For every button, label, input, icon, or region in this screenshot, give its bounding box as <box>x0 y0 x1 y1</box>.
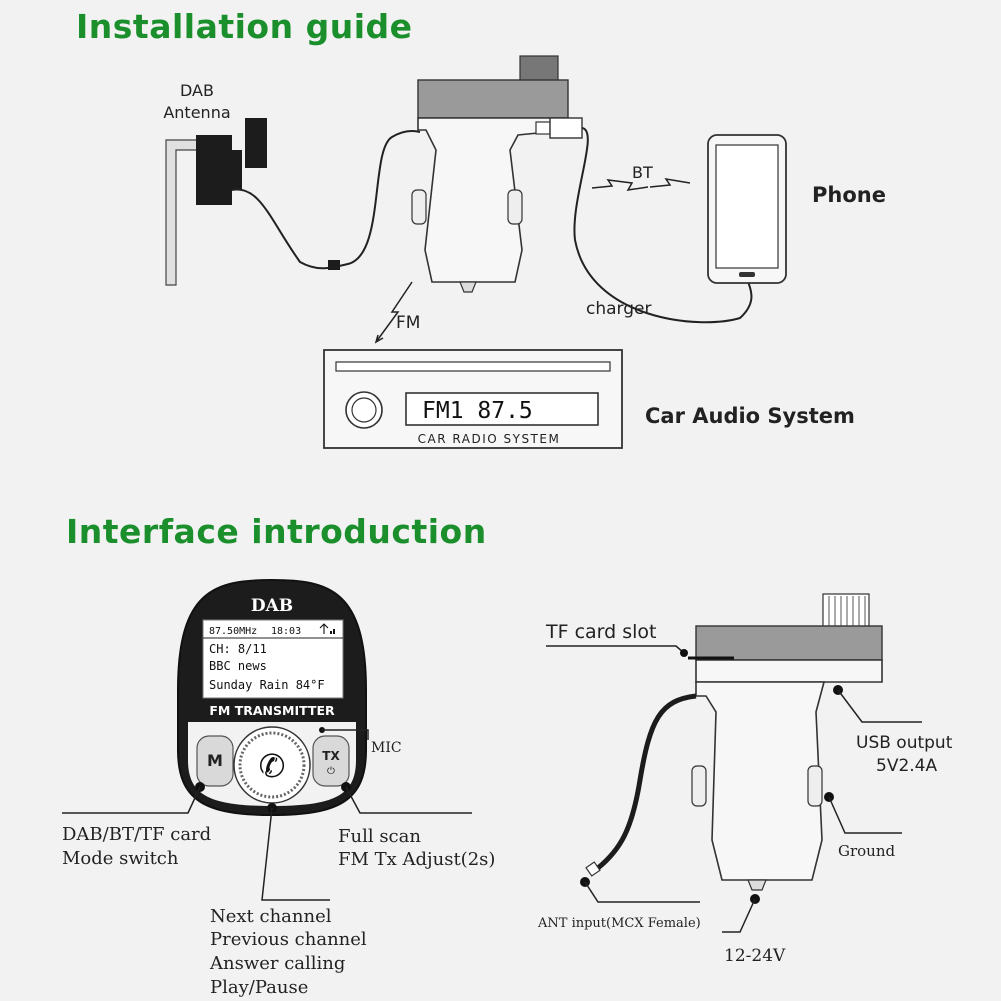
car-radio <box>323 349 623 449</box>
fm-signal-icon <box>374 281 413 344</box>
scan-callout <box>345 786 472 814</box>
center-label-line4: Play/Pause <box>210 977 308 998</box>
screen-channel: CH: 8/11 <box>209 642 267 656</box>
car-audio-label: Car Audio System <box>645 404 855 428</box>
ant-cable <box>596 693 697 870</box>
antenna-cable <box>231 130 421 270</box>
dab-antenna-label-line1: DAB <box>180 81 214 100</box>
ground-callout <box>828 796 902 834</box>
usb-label-line2: 5V2.4A <box>876 756 937 776</box>
installation-heading: Installation guide <box>76 7 413 46</box>
tx-button-label: TX <box>322 749 340 763</box>
mode-label-line2: Mode switch <box>62 848 179 869</box>
screen-station: BBC news <box>209 659 267 673</box>
center-label-line1: Next channel <box>210 906 332 927</box>
voltage-callout <box>722 898 756 933</box>
signal-icon <box>319 623 335 634</box>
ground-label: Ground <box>838 842 896 860</box>
mode-callout <box>62 786 201 814</box>
phone-label: Phone <box>812 183 886 207</box>
cable-ferrite <box>328 260 340 270</box>
interface-heading: Interface introduction <box>66 512 487 551</box>
ant-callout <box>584 881 700 903</box>
center-callout <box>261 807 330 901</box>
mic-label: MIC <box>371 740 402 756</box>
screen-weather: Sunday Rain 84°F <box>209 678 325 692</box>
charger-label: charger <box>586 299 651 319</box>
tf-slot-callout <box>546 645 685 654</box>
mcx-connector <box>585 861 601 877</box>
charger-cable <box>573 127 753 324</box>
scan-label-line2: FM Tx Adjust(2s) <box>338 849 495 870</box>
device-band-label: FM TRANSMITTER <box>209 703 335 718</box>
transmitter-top <box>411 55 583 293</box>
dab-antenna-label-line2: Antenna <box>163 103 230 122</box>
m-button[interactable]: M <box>196 735 234 787</box>
ant-input-label: ANT input(MCX Female) <box>537 916 701 931</box>
mic-callout <box>322 729 369 740</box>
device-brand: DAB <box>251 596 293 616</box>
tx-button[interactable]: TX ⏻ <box>312 735 350 787</box>
m-button-label: M <box>207 751 223 770</box>
phone-illustration <box>707 134 787 284</box>
phone-handset-icon: ✆ <box>259 747 286 785</box>
tf-slot-label: TF card slot <box>545 621 657 643</box>
fm-label: FM <box>396 313 420 333</box>
tf-slot-dot <box>680 649 688 657</box>
screen-frequency: 87.50MHz <box>209 626 257 637</box>
power-icon: ⏻ <box>327 766 335 777</box>
bt-signal-icon <box>591 177 691 191</box>
voltage-label: 12-24V <box>724 946 786 966</box>
screen-time: 18:03 <box>271 626 301 637</box>
center-label-line2: Previous channel <box>210 929 367 950</box>
scan-label-line1: Full scan <box>338 826 421 847</box>
center-label-line3: Answer calling <box>209 953 345 974</box>
bt-label: BT <box>632 163 653 182</box>
call-knob[interactable]: ✆ <box>233 726 311 804</box>
device-side <box>688 593 883 891</box>
usb-callout <box>837 689 922 723</box>
radio-caption: CAR RADIO SYSTEM <box>418 432 561 446</box>
dab-antenna: DAB Antenna <box>163 81 267 286</box>
radio-display: FM1 87.5 <box>422 398 533 424</box>
mode-label-line1: DAB/BT/TF card <box>62 824 211 845</box>
usb-label-line1: USB output <box>856 733 953 753</box>
